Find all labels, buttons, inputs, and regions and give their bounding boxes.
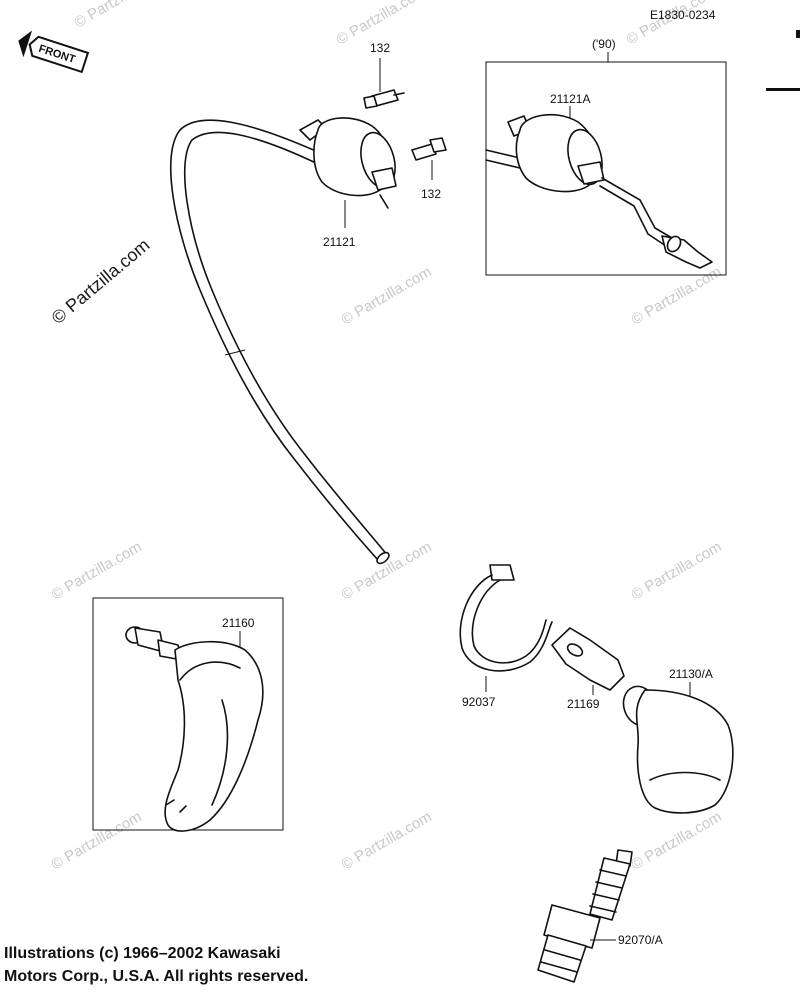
watermark: © Partzilla.com [49, 538, 145, 603]
watermark-dark: © Partzilla.com [48, 235, 154, 328]
label-21169: 21169 [567, 697, 600, 711]
watermark: © Partzilla.com [339, 538, 435, 603]
label-92070A: 92070/A [618, 933, 663, 947]
label-21121: 21121 [323, 235, 356, 249]
watermark: © Partzilla.com [339, 808, 435, 873]
label-132-lower: 132 [421, 187, 441, 201]
watermark: © Partzilla.com [72, 0, 168, 31]
clip-21169: 21169 [551, 627, 625, 711]
lead-wire [170, 119, 390, 565]
ref-code: E1830-0234 [650, 8, 716, 22]
copyright-notice: Illustrations (c) 1966–2002 Kawasaki Mot… [4, 942, 308, 988]
watermark: © Partzilla.com [629, 263, 725, 328]
watermarks: © Partzilla.com © Partzilla.com © Partzi… [48, 0, 725, 873]
cap-21130A: 21130/A [622, 667, 734, 814]
copyright-line-2: Motors Corp., U.S.A. All rights reserved… [4, 968, 309, 985]
bolt-132-lower: 132 [411, 137, 447, 201]
edge-mark [796, 30, 800, 38]
spark-plug-92070A: 92070/A [537, 849, 663, 983]
watermark: © Partzilla.com [49, 808, 145, 873]
bolt-132-upper: 132 [363, 41, 405, 109]
ignition-coil-21121: 21121 [299, 117, 397, 249]
coil-90-inset: ('90) 21121A [485, 37, 727, 276]
front-arrow: FRONT [18, 30, 90, 74]
copyright-line-1: Illustrations (c) 1966–2002 Kawasaki [4, 945, 281, 962]
band-92037: 92037 [459, 564, 553, 709]
label-92037: 92037 [462, 695, 496, 709]
label-21121A: 21121A [550, 92, 590, 106]
label-132-upper: 132 [370, 41, 390, 55]
year-note: ('90) [592, 37, 616, 51]
edge-mark [766, 88, 800, 91]
label-21130A: 21130/A [669, 667, 713, 681]
watermark: © Partzilla.com [339, 263, 435, 328]
cap-21160-inset: 21160 [92, 597, 284, 832]
watermark: © Partzilla.com [629, 808, 725, 873]
watermark: © Partzilla.com [629, 538, 725, 603]
label-21160: 21160 [222, 616, 255, 630]
